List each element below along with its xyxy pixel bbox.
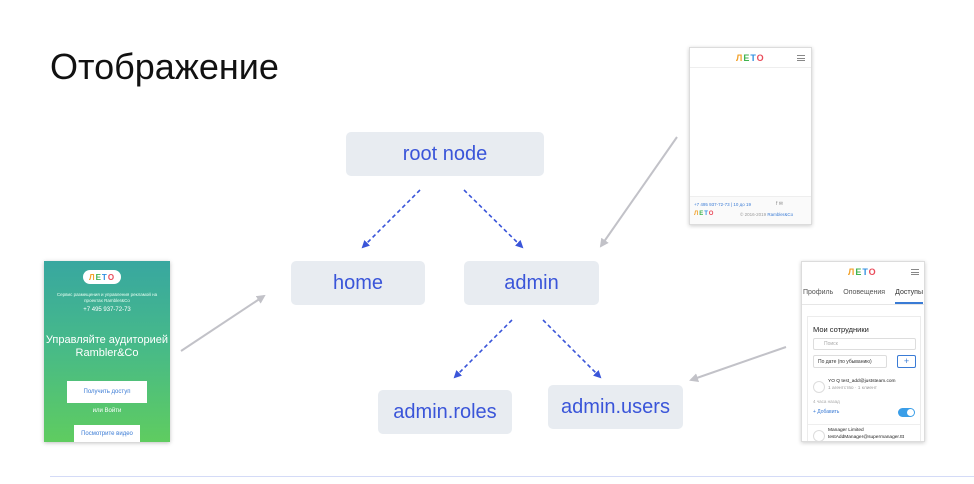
login-link[interactable]: или Войти (92, 408, 122, 414)
pointer-empty-admin (599, 136, 678, 248)
avatar (813, 430, 825, 441)
search-input[interactable]: Поиск (813, 338, 916, 350)
list-item-date: 4 часа назад (813, 399, 840, 404)
landing-tagline: Сервис размещения и управления рекламой … (56, 292, 158, 303)
staff-panel: Мои сотрудники Поиск По дате (по убывани… (807, 316, 921, 441)
landing-phone: +7 495 937-72-73 (83, 307, 131, 313)
tab-access[interactable]: Доступы (895, 289, 923, 304)
footer-logo: ЛЕТО (694, 211, 715, 217)
menu-icon[interactable] (797, 55, 805, 61)
pointer-landing-home (180, 294, 266, 352)
edge-admin-roles (453, 319, 513, 379)
node-admin: admin (464, 261, 599, 305)
node-root: root node (346, 132, 544, 176)
watch-video-button[interactable]: Посмотрите видео (74, 425, 140, 442)
add-link[interactable]: + Добавить (813, 409, 840, 415)
edge-root-home (361, 189, 421, 249)
edge-admin-users (542, 319, 602, 379)
page-header (690, 48, 811, 68)
divider (808, 424, 920, 425)
brand-logo: ЛЕТО (848, 267, 877, 277)
tab-notifications[interactable]: Оповещения (843, 289, 886, 296)
menu-icon[interactable] (911, 269, 919, 275)
screenshot-empty-page: ЛЕТО +7 495 937-72-73 | 10 до 19 f ✉ ЛЕТ… (689, 47, 812, 225)
footer-copyright: © 2016-2019 Rambler&Co (740, 212, 794, 217)
page-footer (690, 196, 811, 224)
footer-phone: +7 495 937-72-73 | 10 до 19 (694, 202, 751, 207)
edge-root-admin (463, 189, 524, 249)
node-admin-roles: admin.roles (378, 390, 512, 434)
avatar (813, 381, 825, 393)
landing-hero: Управляйте аудиторией Rambler&Co (45, 334, 169, 359)
bottom-rule (50, 476, 974, 477)
sort-select[interactable]: По дате (по убыванию) (813, 355, 887, 368)
access-toggle[interactable] (898, 408, 915, 417)
social-icons[interactable]: f ✉ (776, 201, 783, 207)
panel-title: Мои сотрудники (813, 325, 869, 334)
screenshot-staff: ЛЕТО Профиль Оповещения Доступы Мои сотр… (801, 261, 925, 442)
slide-title: Отображение (50, 46, 279, 87)
pointer-staff-users (689, 346, 787, 382)
brand-logo: ЛЕТО (736, 53, 765, 63)
node-home: home (291, 261, 425, 305)
tab-profile[interactable]: Профиль (803, 289, 834, 296)
node-admin-users: admin.users (548, 385, 683, 429)
get-access-button[interactable]: Получить доступ (67, 381, 147, 403)
add-employee-button[interactable]: + (897, 355, 916, 368)
settings-tabs: Профиль Оповещения Доступы (802, 289, 924, 305)
